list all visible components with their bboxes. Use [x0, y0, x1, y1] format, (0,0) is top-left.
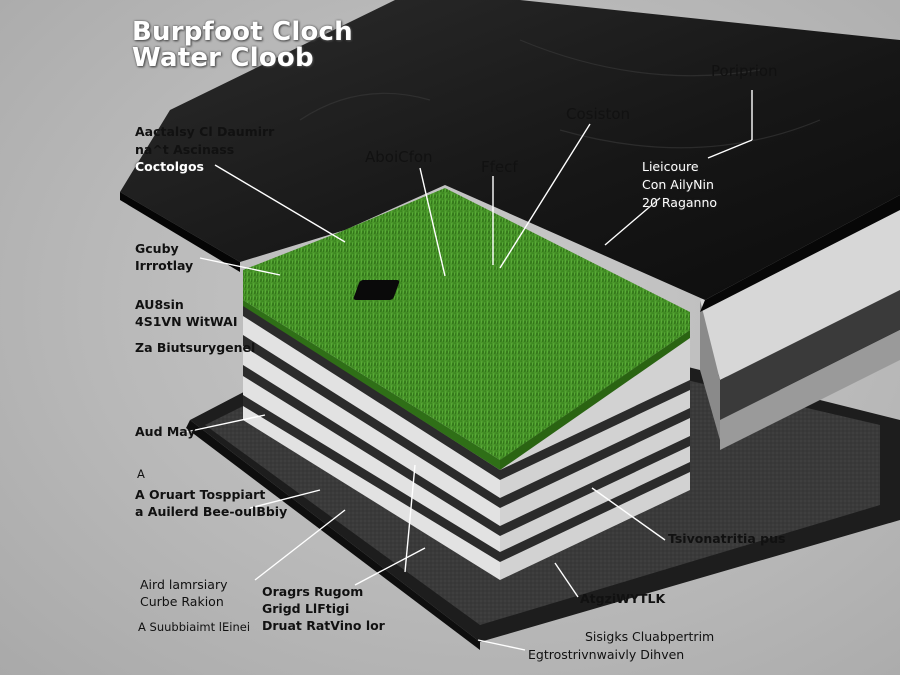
- label-grigd: Grigd LlFtigi: [262, 601, 350, 616]
- right-layer-stack: [700, 210, 900, 450]
- label-top-left-1: Aactalsy Cl Daumirr: [135, 124, 275, 139]
- label-curbe: Curbe Rakion: [140, 594, 224, 609]
- label-poriprion: Poriprion: [711, 62, 778, 80]
- label-oruart: A Oruart Tosppiart: [135, 487, 266, 502]
- label-aird: Aird lamrsiary: [140, 577, 228, 592]
- label-cosiston: Cosiston: [566, 105, 631, 123]
- label-lieicoure: Lieicoure: [642, 159, 699, 174]
- label-con-ailynin: Con AilyNin: [642, 177, 714, 192]
- label-irrrotlay: Irrrotlay: [135, 258, 194, 273]
- label-aud-may: Aud May: [135, 424, 196, 439]
- label-auilerd: a Auilerd Bee-oulBbiy: [135, 504, 288, 519]
- front-layer-stack: [243, 270, 690, 580]
- label-zabi: Za Biutsurygenel: [135, 340, 256, 355]
- leader-lines: [185, 90, 753, 651]
- label-oragrs: Oragrs Rugom: [262, 584, 364, 599]
- label-egtrost: Egtrostrivnwaivly Dihven: [528, 647, 685, 662]
- label-sisigks: Sisigks Cluabpertrim: [585, 629, 715, 644]
- label-top-left-3: Coctolgos: [135, 159, 204, 174]
- label-au8sin-sub: 4S1VN WitWAI: [135, 314, 238, 329]
- label-au8sin: AU8sin: [135, 297, 184, 312]
- label-druat: Druat RatVino lor: [262, 618, 385, 633]
- label-raganno: 20 Raganno: [642, 195, 718, 210]
- label-gcuby: Gcuby: [135, 241, 179, 256]
- turf-surface: [243, 188, 690, 470]
- label-top-left-2: na^t Ascinass: [135, 142, 235, 157]
- label-asubbi: A Suubbiaimt lEinei: [138, 620, 251, 634]
- label-a-mark: A: [137, 467, 145, 481]
- label-ffecf: Ffecf: [481, 158, 518, 176]
- title-line-2: Water Cloob: [132, 43, 314, 73]
- drain-hole: [353, 280, 400, 300]
- title-line-1: Burpfoot Cloch: [132, 17, 353, 47]
- label-atgzi: AtgziWYTLK: [580, 591, 666, 606]
- label-tsivonatritia: Tsivonatritia pus: [668, 531, 786, 546]
- label-aboicfon: AboiCfon: [365, 148, 433, 166]
